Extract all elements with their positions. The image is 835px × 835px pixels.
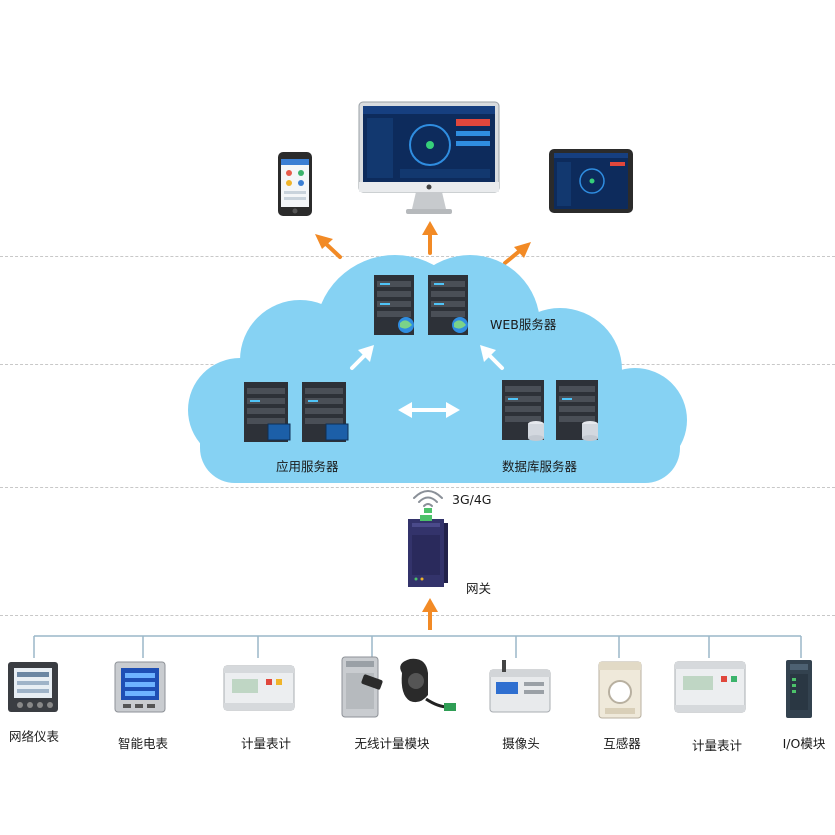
device-label: I/O模块 [782,736,826,751]
wireless-module-icon [340,655,460,725]
divider-lower [0,487,835,488]
device-label: 网络仪表 [8,729,60,744]
device-label: 互感器 [603,736,641,751]
gateway-device-icon [406,515,450,589]
network-meter-icon [6,660,62,716]
wifi-signal-icon [410,480,446,514]
device-label: 无线计量模块 [354,736,430,751]
arrows-to-clients [315,221,531,265]
tablet-icon [548,148,634,214]
uplink-arrows [422,598,438,630]
camera-module-icon [488,660,552,718]
network-label: 3G/4G [452,492,492,507]
smart-meter-icon [113,660,169,716]
din-rail-meter-icon [222,662,296,714]
app-server-icon [242,380,356,446]
smartphone-icon [277,151,313,217]
web-server-icon [372,273,472,339]
device-label: 智能电表 [117,736,169,751]
din-rail-meter-icon [673,658,747,716]
gateway-label: 网关 [466,581,492,596]
device-label: 计量表计 [240,736,292,751]
database-server-icon [500,378,608,444]
web-server-label: WEB服务器 [490,317,557,332]
database-server-label: 数据库服务器 [502,459,578,474]
app-server-label: 应用服务器 [276,459,339,474]
transformer-icon [597,660,643,720]
device-label: 计量表计 [691,738,743,753]
io-module-icon [782,658,816,720]
divider-bottom [0,615,835,616]
divider-top [0,256,835,257]
desktop-monitor-icon [358,101,500,217]
device-label: 摄像头 [502,736,540,751]
